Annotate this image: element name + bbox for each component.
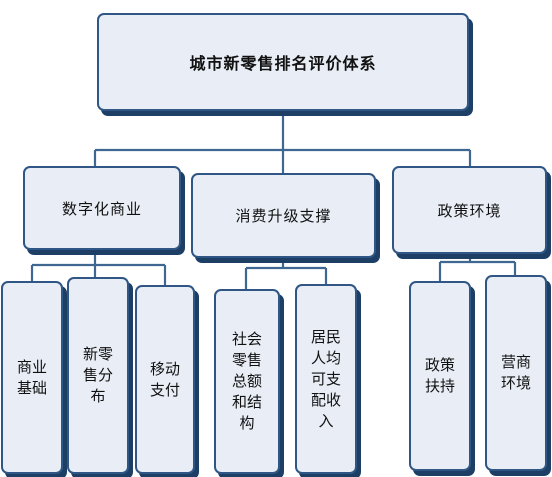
leaf-social-retail-total: 社会零售总额和结构 bbox=[214, 289, 280, 474]
leaf-label: 移动支付 bbox=[149, 359, 180, 399]
leaf-business-environment: 营商环境 bbox=[485, 275, 547, 471]
leaf-label: 政策扶持 bbox=[424, 356, 455, 395]
category-label: 政策环境 bbox=[437, 201, 502, 220]
category-label: 数字化商业 bbox=[61, 199, 142, 218]
category-digital-commerce: 数字化商业 bbox=[23, 166, 181, 250]
leaf-label: 社会零售总额和结构 bbox=[231, 330, 262, 432]
category-consumption-upgrade: 消费升级支撑 bbox=[191, 173, 376, 258]
leaf-policy-support: 政策扶持 bbox=[409, 281, 471, 471]
leaf-new-retail-distribution: 新零售分布 bbox=[67, 277, 129, 474]
leaf-mobile-payment: 移动支付 bbox=[135, 285, 195, 474]
leaf-label: 商业基础 bbox=[16, 357, 47, 397]
root-node: 城市新零售排名评价体系 bbox=[97, 13, 469, 111]
category-label: 消费升级支撑 bbox=[235, 207, 332, 225]
root-label: 城市新零售排名评价体系 bbox=[189, 54, 377, 73]
leaf-label: 居民人均可支配收入 bbox=[310, 327, 341, 430]
leaf-label: 新零售分布 bbox=[82, 345, 113, 405]
leaf-disposable-income: 居民人均可支配收入 bbox=[295, 284, 357, 474]
category-policy-environment: 政策环境 bbox=[392, 166, 547, 254]
leaf-commerce-foundation: 商业基础 bbox=[1, 281, 63, 474]
leaf-label: 营商环境 bbox=[500, 353, 531, 392]
